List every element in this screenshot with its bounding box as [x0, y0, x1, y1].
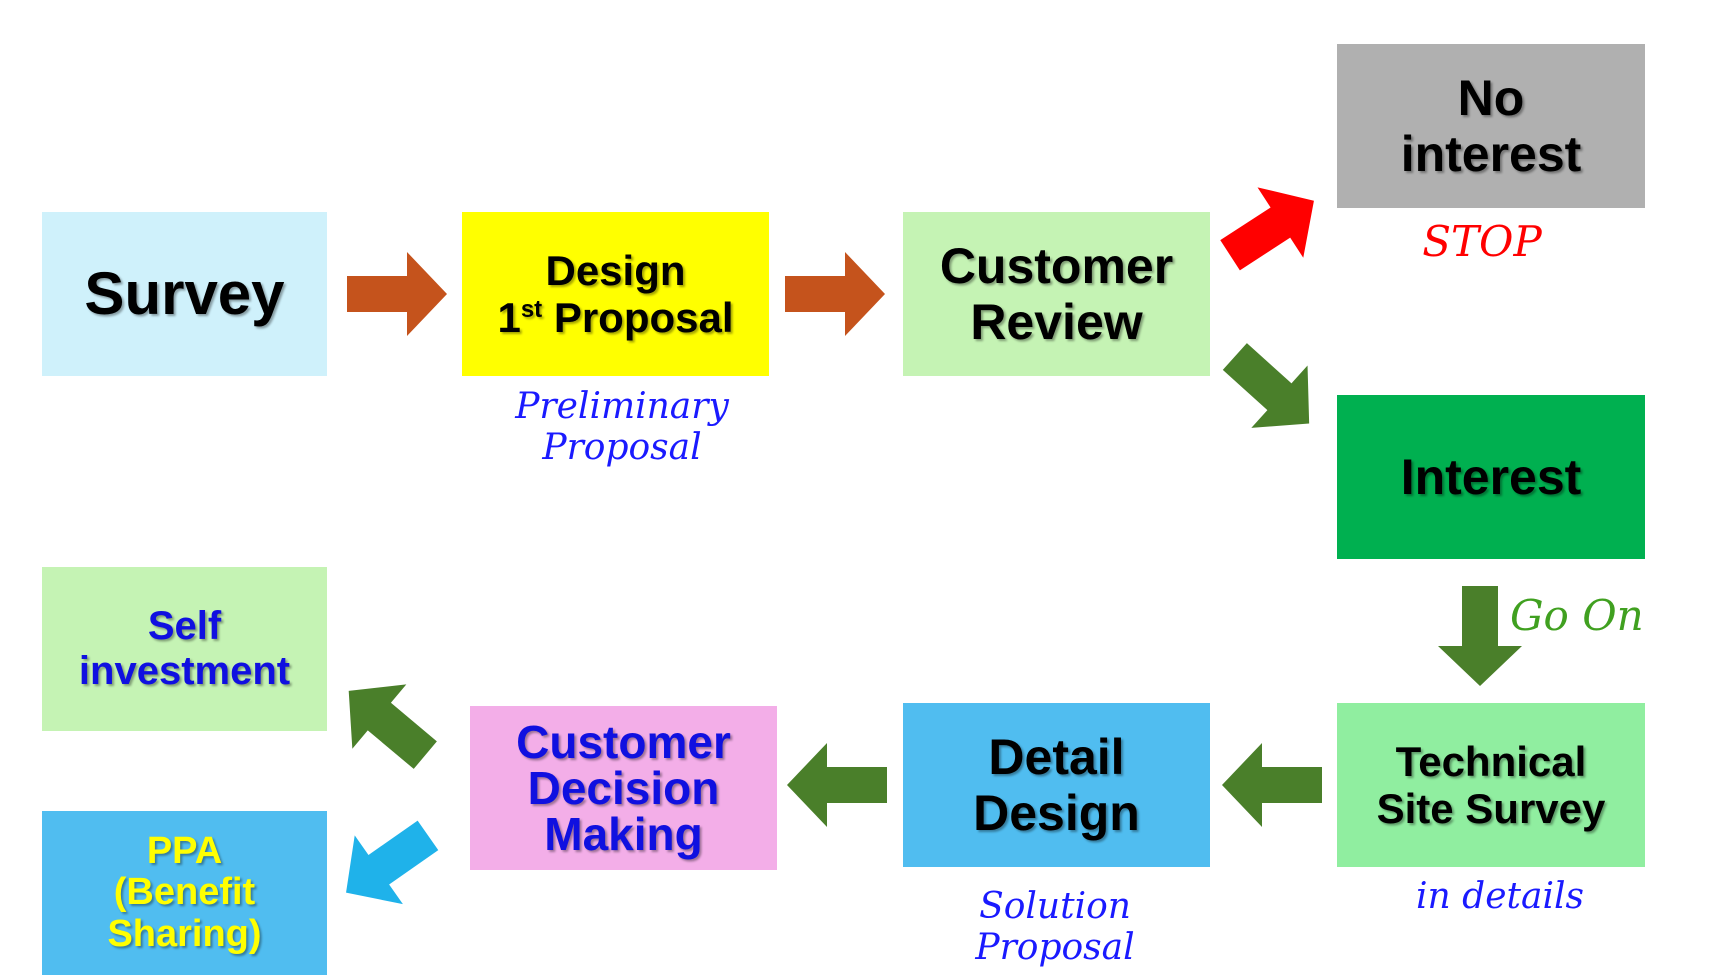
arrow-decision-to-self-investment	[321, 658, 453, 788]
interest-label: Interest	[1400, 449, 1582, 505]
go-on-note: Go On	[1510, 591, 1644, 640]
ppa-box: PPA (Benefit Sharing)	[42, 811, 327, 975]
detail-design-label: Detail Design	[973, 729, 1140, 841]
self-investment-label: Self investment	[78, 604, 291, 693]
survey-box: Survey	[42, 212, 327, 376]
no-interest-box: No interest	[1337, 44, 1645, 208]
customer-decision-box: Customer Decision Making	[470, 706, 777, 870]
ordinal-suffix: st	[520, 296, 543, 323]
design-proposal-box: Design 1st Proposal	[462, 212, 769, 376]
solution-proposal-note: Solution Proposal	[975, 886, 1135, 969]
stop-note: STOP	[1422, 217, 1542, 266]
proposal-label: Proposal	[553, 294, 734, 341]
arrow-detail-to-decision	[787, 743, 887, 827]
arrow-technical-to-detail	[1222, 743, 1322, 827]
proposal-line: 1st Proposal	[497, 294, 733, 341]
customer-review-box: Customer Review	[903, 212, 1210, 376]
arrow-interest-to-technical	[1438, 586, 1522, 686]
arrow-design-to-review	[785, 252, 885, 336]
customer-review-label: Customer Review	[939, 238, 1174, 350]
arrow-review-to-interest	[1206, 325, 1338, 455]
ordinal-number: 1	[497, 294, 521, 341]
in-details-note: in details	[1416, 876, 1584, 917]
arrow-review-to-no-interest	[1207, 165, 1337, 291]
technical-site-survey-label: Technical Site Survey	[1376, 737, 1606, 832]
ppa-label: PPA (Benefit Sharing)	[107, 830, 262, 955]
preliminary-proposal-note: Preliminary Proposal	[515, 386, 729, 469]
self-investment-box: Self investment	[42, 567, 327, 731]
interest-box: Interest	[1337, 395, 1645, 559]
arrow-decision-to-ppa	[321, 800, 453, 928]
arrow-survey-to-design	[347, 252, 447, 336]
survey-label: Survey	[84, 260, 285, 328]
technical-site-survey-box: Technical Site Survey	[1337, 703, 1645, 867]
detail-design-box: Detail Design	[903, 703, 1210, 867]
no-interest-label: No interest	[1400, 70, 1582, 182]
design-label: Design	[545, 246, 686, 294]
customer-decision-label: Customer Decision Making	[516, 716, 731, 860]
